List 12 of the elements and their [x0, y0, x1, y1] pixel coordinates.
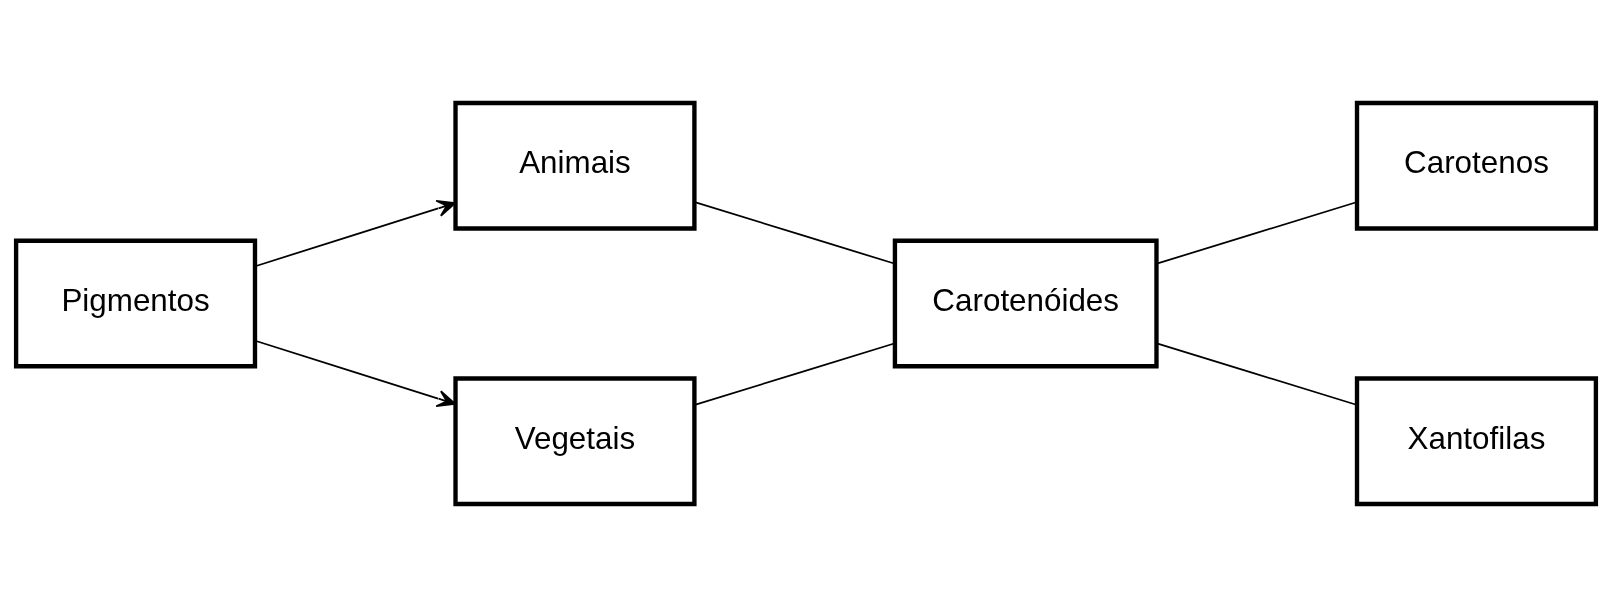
node-box: Vegetais — [453, 376, 697, 507]
node-box: Xantofilas — [1354, 376, 1599, 507]
connector — [1155, 342, 1358, 406]
node-box: Pigmentos — [13, 238, 258, 369]
connector — [1155, 201, 1358, 265]
arrow — [254, 199, 456, 268]
node-box: Animais — [453, 100, 697, 231]
node-box: Carotenóides — [892, 238, 1159, 369]
arrow — [254, 339, 456, 408]
node-box: Carotenos — [1354, 100, 1599, 231]
connector — [693, 342, 896, 406]
connector — [693, 201, 896, 265]
